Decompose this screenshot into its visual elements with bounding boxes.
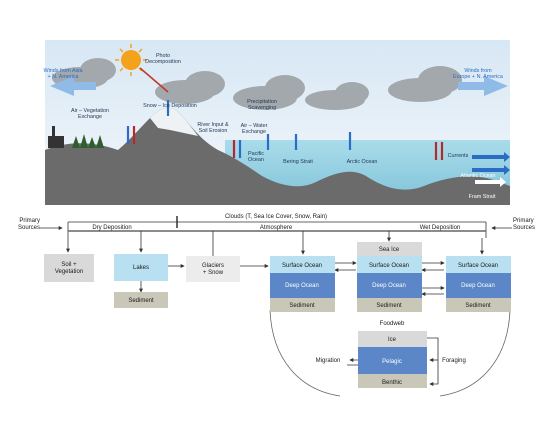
foodweb-benthic-label: Benthic xyxy=(382,380,402,386)
wind-arrow-left xyxy=(50,76,96,96)
dry-deposition-label: Dry Deposition xyxy=(92,225,131,231)
flow-boxes xyxy=(44,242,511,388)
sediment-label-3: Sediment xyxy=(465,303,491,309)
sediment-label-2: Sediment xyxy=(376,303,402,309)
soil-vegetation-label: Soil +Vegetation xyxy=(55,262,83,275)
bering-strait-label: Bering Strait xyxy=(283,159,313,165)
sediment-box-2 xyxy=(357,298,422,312)
surface-ocean-label-2: Surface Ocean xyxy=(369,263,409,269)
lakes-sediment-box xyxy=(114,292,168,308)
lakes-box xyxy=(114,254,168,281)
surface-ocean-box-3 xyxy=(446,256,511,273)
flow-diagram xyxy=(40,216,512,397)
surface-ocean-label-3: Surface Ocean xyxy=(458,263,498,269)
current-arrow-2 xyxy=(472,165,510,175)
sun-icon xyxy=(115,44,147,76)
atmosphere-label: Atmosphere xyxy=(260,225,293,231)
sea-ice-label: Sea Ice xyxy=(379,247,400,253)
glaciers-snow-label: Glaciers+ Snow xyxy=(202,263,224,276)
arctic-ocean-label: Arctic Ocean xyxy=(347,159,378,165)
current-arrow-3 xyxy=(475,177,506,187)
foodweb-pelagic-box xyxy=(358,347,427,374)
photo-decomposition-arrow xyxy=(139,67,169,93)
wet-deposition-label: Wet Deposition xyxy=(420,225,461,231)
clouds-illustration xyxy=(52,58,462,110)
snow-ice-deposition-label: Snow – Ice Deposition xyxy=(143,103,197,109)
forest-icon xyxy=(72,134,104,148)
surface-ocean-box-2 xyxy=(357,256,422,273)
deposition-arrows xyxy=(126,100,444,160)
soil-vegetation-box xyxy=(44,254,94,282)
fram-strait-label: Fram Strait xyxy=(469,194,496,200)
foodweb-ice-label: Ice xyxy=(388,337,397,343)
deep-ocean-box-2 xyxy=(357,273,422,298)
factory-icon xyxy=(48,126,64,148)
lakes-label: Lakes xyxy=(133,265,149,271)
foodweb-label: Foodweb xyxy=(380,321,405,327)
lakes-sediment-label: Sediment xyxy=(128,298,154,304)
deep-ocean-label-2: Deep Ocean xyxy=(372,283,406,289)
current-arrow xyxy=(472,152,510,162)
sea-ice-box xyxy=(357,242,422,256)
snow-cap xyxy=(150,107,198,136)
foraging-label: Foraging xyxy=(442,358,466,364)
foodweb-pelagic-label: Pelagic xyxy=(382,359,402,365)
atlantic-ocean-label: Atlantic Ocean xyxy=(460,173,495,179)
sediment-label-1: Sediment xyxy=(289,303,315,309)
environment-illustration xyxy=(45,40,510,205)
winds-left-label: Winds from Asia+ N. America xyxy=(44,68,83,80)
glaciers-snow-box xyxy=(186,256,240,282)
wind-arrow-right xyxy=(458,76,508,96)
deep-ocean-label-3: Deep Ocean xyxy=(461,283,495,289)
sediment-box-1 xyxy=(270,298,335,312)
surface-ocean-label-1: Surface Ocean xyxy=(282,263,322,269)
sediment-box-3 xyxy=(446,298,511,312)
deep-ocean-label-1: Deep Ocean xyxy=(285,283,319,289)
deep-ocean-box-3 xyxy=(446,273,511,298)
foodweb-ice-box xyxy=(358,331,427,347)
land-terrain xyxy=(45,107,510,205)
river-input-label: River Input &Soil Erosion xyxy=(197,122,229,134)
deep-ocean-box-1 xyxy=(270,273,335,298)
surface-ocean-box-1 xyxy=(270,256,335,273)
migration-label: Migration xyxy=(316,358,341,364)
clouds-label: Clouds (T, Sea Ice Cover, Snow, Rain) xyxy=(225,214,327,220)
currents-label: Currents xyxy=(448,153,469,159)
foodweb-benthic-box xyxy=(358,374,427,388)
